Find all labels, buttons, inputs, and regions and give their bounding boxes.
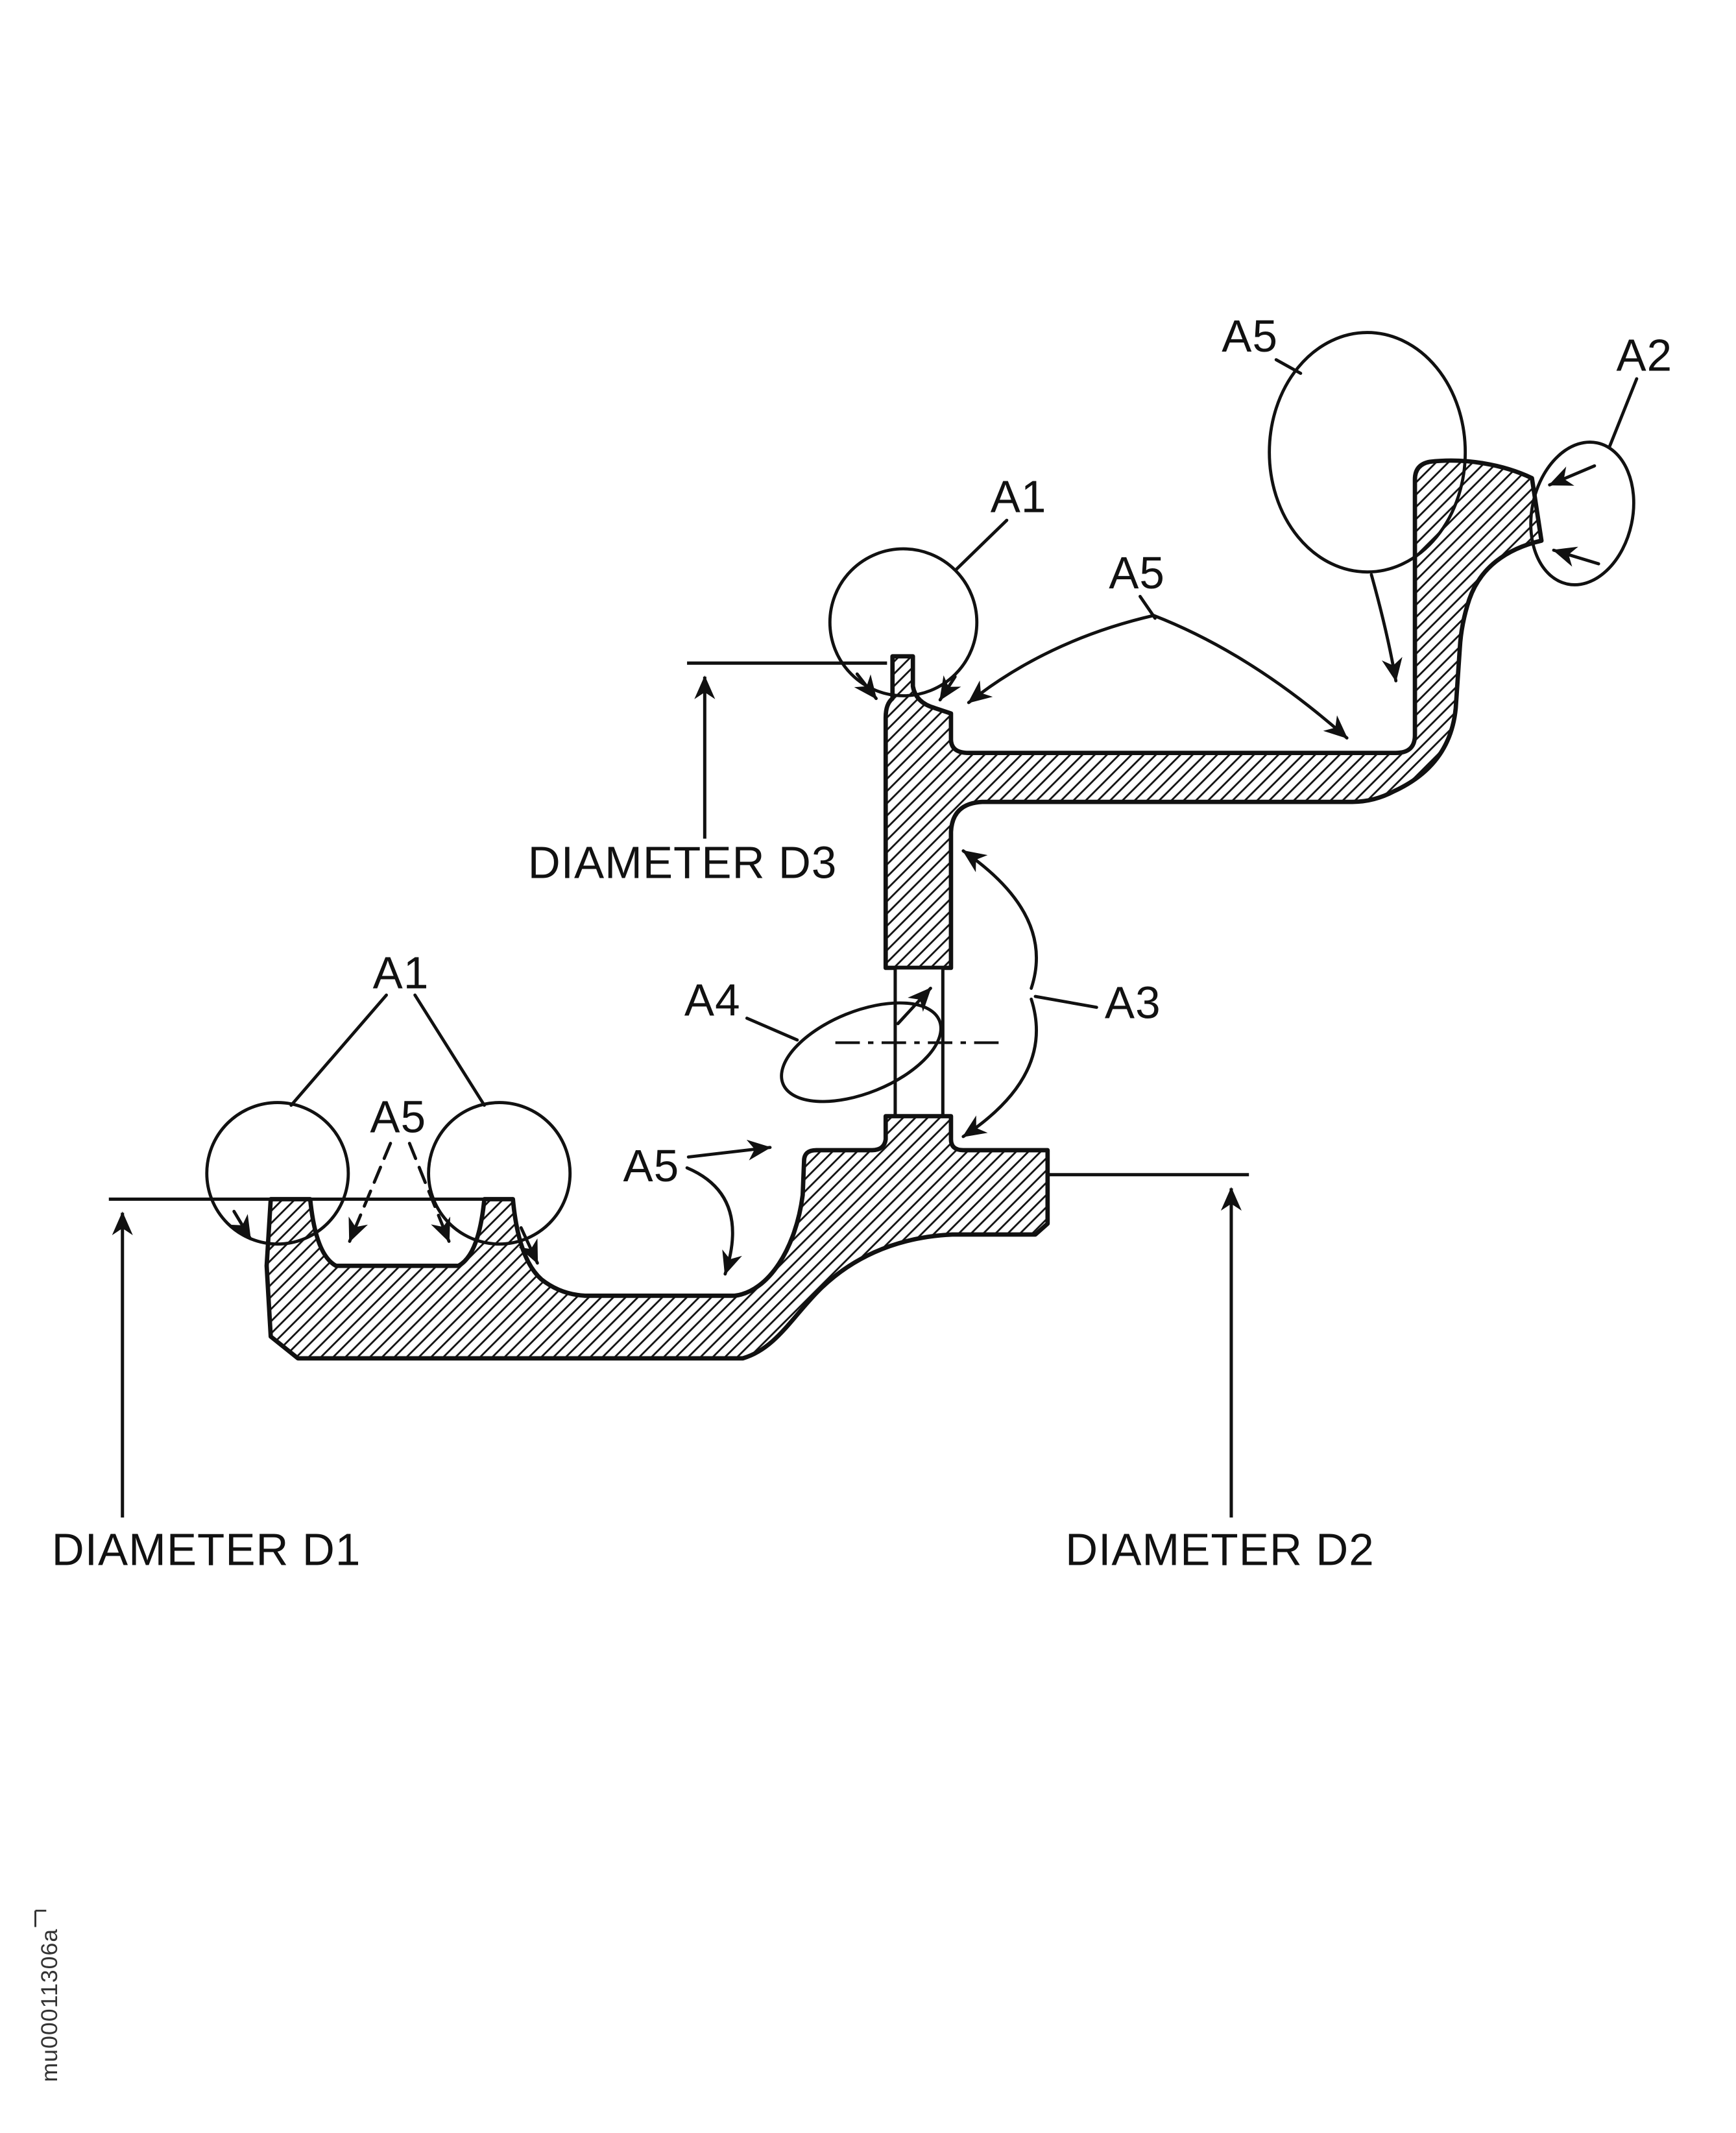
label-diameter-d1: DIAMETER D1 — [52, 1524, 361, 1575]
a1-lower-circle-right — [427, 1101, 572, 1246]
a5-lower-arc — [685, 1166, 742, 1276]
a2-arrow-bottom — [1552, 546, 1600, 567]
label-a2: A2 — [1616, 330, 1672, 380]
callout-a3 — [961, 849, 1098, 1139]
a5-lower-arrow-right — [686, 1139, 772, 1161]
a3-arc-up — [961, 849, 1038, 990]
callout-a1-lower — [205, 993, 572, 1265]
a5-upper-arc-right — [1151, 614, 1349, 740]
a1-lower-arrow-right — [518, 1226, 539, 1265]
a1-top-circle — [828, 547, 979, 697]
dimension-d2 — [1047, 1173, 1249, 1518]
callout-a5-upper — [967, 595, 1349, 740]
a5-mid-arrow-right — [407, 1142, 451, 1243]
a5-mid-arrow-left — [348, 1142, 392, 1243]
callout-a1-top — [828, 518, 1009, 702]
a5-upper-arc-left — [967, 614, 1155, 705]
a1-lower-leader-left — [289, 993, 389, 1107]
a1-lower-arrow-left — [230, 1209, 252, 1240]
a5-top-ellipse — [1268, 331, 1467, 574]
callout-a5-lower — [685, 1139, 772, 1276]
a2-ellipse — [1529, 440, 1635, 586]
label-a5-upper: A5 — [1109, 548, 1165, 598]
a4-arrow — [896, 987, 932, 1026]
label-diameter-d2: DIAMETER D2 — [1065, 1524, 1375, 1575]
label-a1-lower: A1 — [373, 947, 429, 998]
a2-arrow-top — [1548, 464, 1597, 487]
watermark-tick — [34, 1909, 47, 1927]
a5-top-leader — [1274, 358, 1303, 375]
label-a3: A3 — [1105, 978, 1161, 1028]
a1-lower-leader-right — [413, 993, 487, 1107]
a3-arc-down — [961, 997, 1038, 1139]
label-diameter-d3: DIAMETER D3 — [528, 838, 838, 888]
a1-top-leader — [954, 518, 1009, 571]
a5-top-arrow — [1369, 573, 1403, 682]
callout-a2 — [1529, 377, 1639, 586]
a1-top-arrow-right — [938, 675, 961, 702]
callout-a4 — [745, 987, 943, 1103]
a3-leader — [1033, 994, 1098, 1009]
a4-ellipse — [780, 1001, 943, 1103]
callout-a5-mid — [348, 1142, 451, 1243]
dimension-d3 — [687, 661, 887, 839]
label-a1-top: A1 — [991, 471, 1047, 522]
part-section-upper — [883, 458, 1544, 970]
a1-lower-circle-left — [205, 1101, 350, 1246]
part-section-lower — [264, 1114, 1050, 1361]
label-a5-mid: A5 — [370, 1092, 426, 1142]
dimension-d1 — [108, 1197, 493, 1518]
a4-leader — [745, 1017, 799, 1042]
label-a5-lower: A5 — [623, 1140, 680, 1191]
label-a4: A4 — [684, 974, 741, 1025]
label-a5-top: A5 — [1222, 311, 1278, 361]
watermark: mu00011306a — [34, 1909, 62, 2082]
watermark-text: mu00011306a — [36, 1929, 62, 2082]
a2-leader — [1608, 377, 1639, 449]
callout-a5-top — [1268, 331, 1467, 682]
a1-top-arrow-left — [854, 672, 878, 701]
